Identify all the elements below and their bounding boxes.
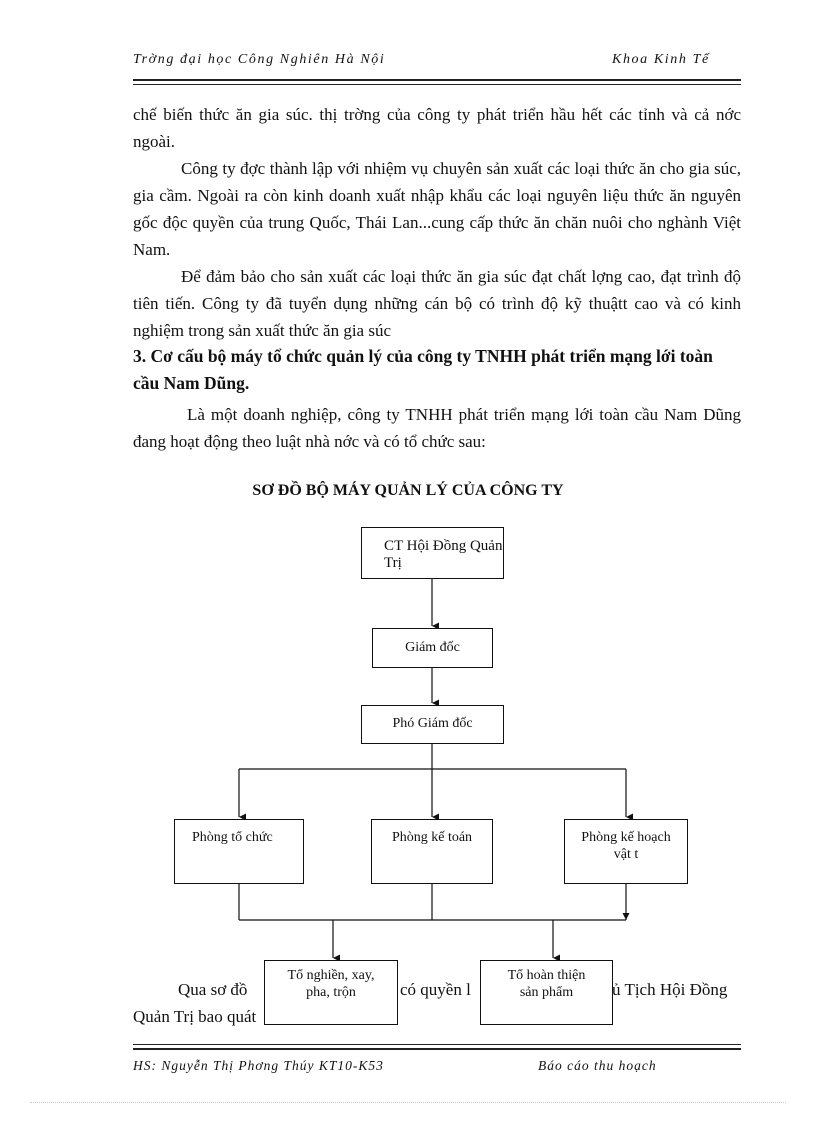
org-chart-title: SƠ ĐỒ BỘ MÁY QUẢN LÝ CỦA CÔNG TY (252, 482, 564, 499)
header-rule-thick (133, 79, 741, 81)
header-school: Trờng đại học Công Nghiên Hà Nội (133, 52, 386, 67)
footer-report-type: Báo cáo thu hoạch (538, 1058, 657, 1073)
org-box-director: Giám đốc (372, 628, 493, 668)
org-box-team-finishing: Tổ hoàn thiện sản phẩm (480, 960, 613, 1025)
org-box-dept-accounting: Phòng kế toán (371, 819, 493, 884)
org-box-chairman: CT Hội Đồng Quản Trị (361, 527, 504, 579)
footer-rule-thick (133, 1048, 741, 1050)
header-faculty: Khoa Kinh Tế (612, 52, 710, 67)
footer-rule-thin (133, 1044, 741, 1045)
paragraph-mission: Công ty đợc thành lập với nhiệm vụ chuyê… (133, 159, 741, 259)
org-box-dept-planning: Phòng kế hoạch vật t (564, 819, 688, 884)
org-box-dept-organization: Phòng tổ chức (174, 819, 304, 884)
paragraph-conclusion-middle: có quyền l (400, 980, 471, 999)
page-bottom-dotted-line (30, 1102, 786, 1103)
paragraph-conclusion-line2: Quản Trị bao quát (133, 1007, 257, 1026)
section-heading: 3. Cơ cấu bộ máy tổ chức quản lý của côn… (133, 346, 713, 393)
footer-student: HS: Nguyễn Thị Phơng Thúy KT10-K53 (133, 1058, 384, 1073)
paragraph-conclusion-end: ủ Tịch Hội Đồng (612, 980, 728, 999)
paragraph-quality: Để đảm bảo cho sản xuất các loại thức ăn… (133, 267, 741, 340)
header-rule-thin (133, 84, 741, 85)
org-box-vice-director: Phó Giám đốc (361, 705, 504, 744)
paragraph-intro-structure: Là một doanh nghiệp, công ty TNHH phát t… (133, 405, 741, 451)
paragraph-market: chế biến thức ăn gia súc. thị trờng của … (133, 105, 741, 151)
org-box-team-production: Tổ nghiền, xay, pha, trộn (264, 960, 398, 1025)
paragraph-conclusion-start: Qua sơ đồ (178, 980, 248, 999)
